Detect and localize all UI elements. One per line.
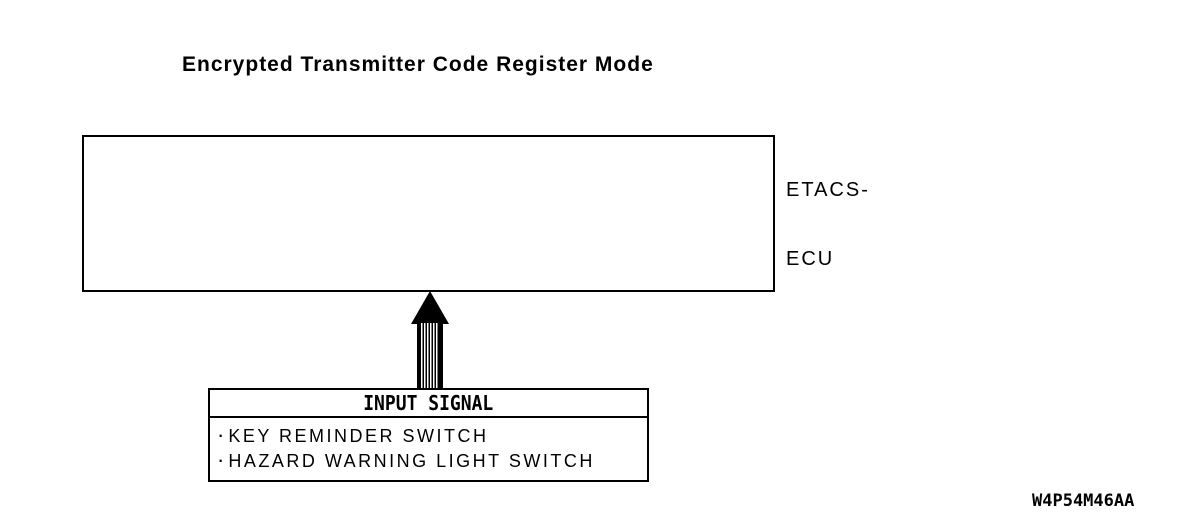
etacs-ecu-box [82,135,775,292]
list-item-label: HAZARD WARNING LIGHT SWITCH [228,451,595,471]
list-item: ·HAZARD WARNING LIGHT SWITCH [217,448,647,473]
list-item-label: KEY REMINDER SWITCH [228,426,489,446]
etacs-ecu-label-line2: ECU [786,248,835,270]
input-signal-box: INPUT SIGNAL ·KEY REMINDER SWITCH ·HAZAR… [208,388,649,482]
etacs-ecu-label-line1: ETACS- [786,179,870,201]
bullet-icon: · [217,447,225,472]
bullet-icon: · [217,422,225,447]
etacs-ecu-label: ETACS- ECU [786,133,870,317]
list-item: ·KEY REMINDER SWITCH [217,423,647,448]
diagram-title: Encrypted Transmitter Code Register Mode [182,53,654,76]
input-signal-header: INPUT SIGNAL [210,390,647,418]
arrow-up-hatched-shaft-icon [417,323,443,389]
figure-code: W4P54M46AA [1032,491,1135,511]
input-signal-header-label: INPUT SIGNAL [363,391,494,415]
input-signal-list: ·KEY REMINDER SWITCH ·HAZARD WARNING LIG… [210,418,647,473]
arrow-up-head-icon [411,291,449,324]
